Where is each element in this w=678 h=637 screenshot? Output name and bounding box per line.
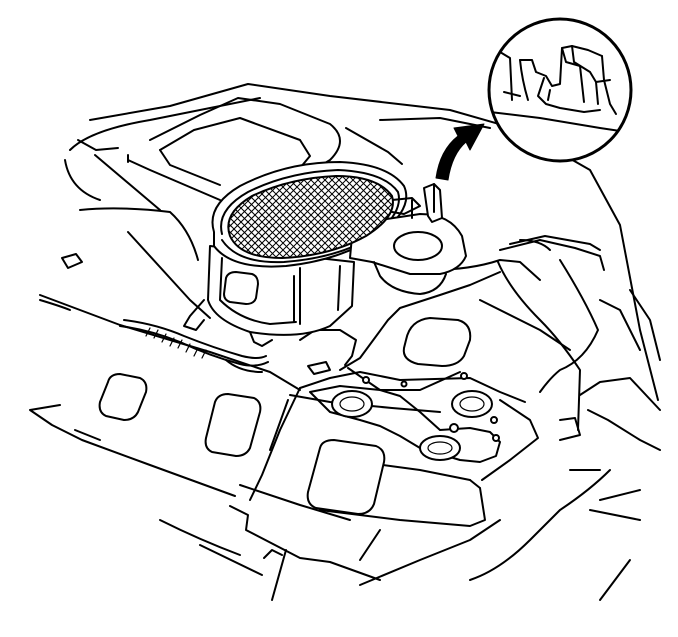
grille-mesh-line: [473, 160, 583, 270]
rear-shelf-panel: [29, 83, 661, 601]
callout-arrow: [435, 123, 485, 181]
grille-mesh-line: [466, 160, 576, 270]
grille-mesh-line: [228, 176, 297, 258]
retaining-tab: [423, 183, 443, 223]
grille-mesh-line: [480, 160, 590, 270]
grille-mesh-line: [452, 160, 562, 270]
grille-mesh-line: [459, 160, 569, 270]
grille-mesh-line: [228, 176, 290, 258]
grille-mesh-line: [304, 176, 393, 258]
grille-mesh-line: [228, 176, 276, 258]
grille-mesh-line: [325, 176, 393, 258]
grille-mesh-line: [459, 160, 569, 270]
grille-mesh-line: [311, 176, 393, 258]
grille-mesh-line: [473, 160, 583, 270]
detail-callout: [487, 17, 633, 163]
grille-mesh-line: [67, 160, 177, 270]
grille-outline: [227, 175, 394, 259]
grille-mesh-line: [88, 160, 198, 270]
grille-mesh-line: [228, 176, 311, 258]
grille-mesh-line: [228, 176, 269, 258]
grille-mesh-line: [67, 160, 177, 270]
grille-mesh-line: [228, 176, 283, 258]
grille-mesh-line: [480, 160, 590, 270]
grille-mesh-line: [95, 160, 205, 270]
grille-mesh-line: [487, 160, 597, 270]
grille-mesh-line: [318, 176, 393, 258]
grille-mesh-line: [494, 160, 604, 270]
grille-mesh-line: [466, 160, 576, 270]
grille-mesh-line: [88, 160, 198, 270]
grille-mesh-line: [487, 160, 597, 270]
grille-mesh-line: [494, 160, 604, 270]
grille-mesh-line: [452, 160, 562, 270]
grille-mesh-line: [95, 160, 205, 270]
grille-mesh-line: [228, 176, 318, 258]
grille-mesh-line: [228, 176, 304, 258]
